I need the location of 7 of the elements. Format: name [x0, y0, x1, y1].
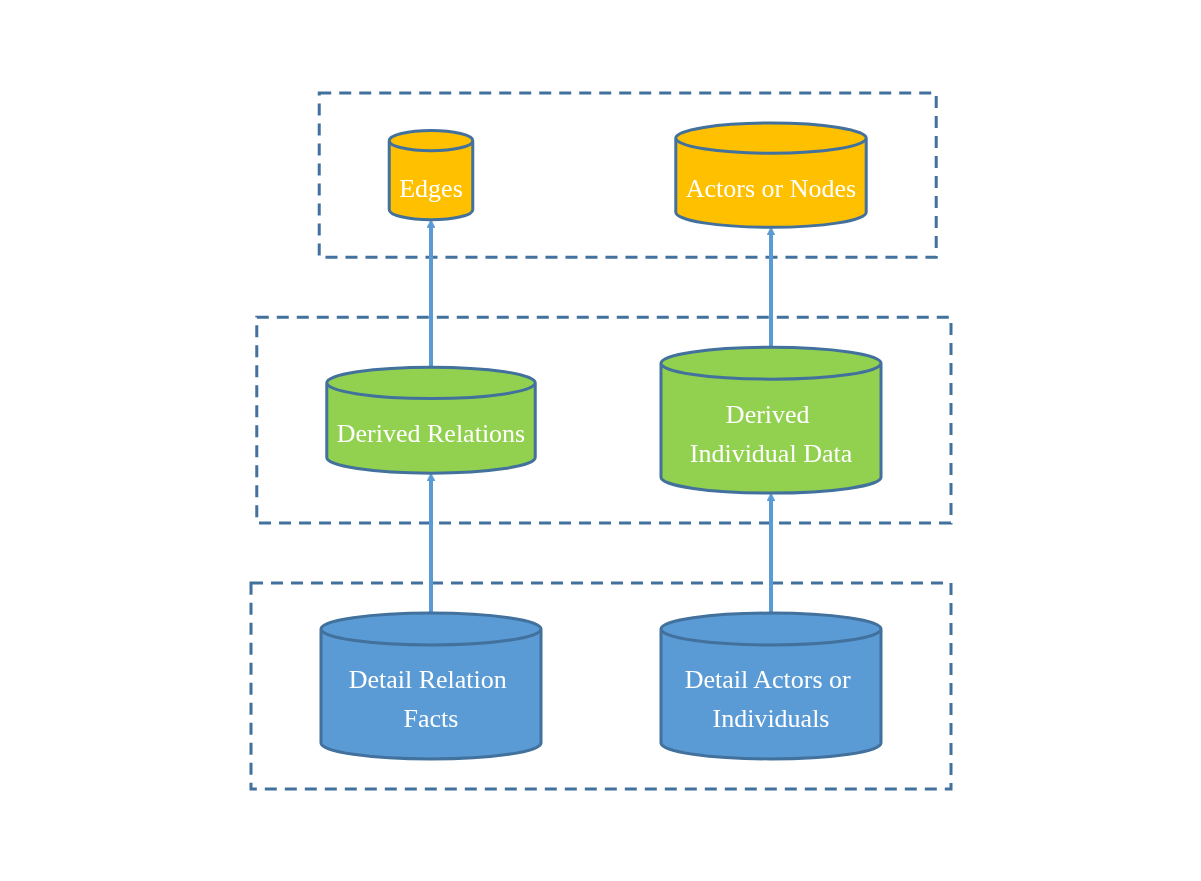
cluster — [317, 91, 938, 259]
arrow — [766, 492, 775, 613]
arrow — [426, 472, 435, 613]
cluster — [254, 315, 952, 525]
cluster — [249, 581, 952, 790]
arrow — [426, 218, 435, 367]
arrow — [766, 226, 775, 347]
